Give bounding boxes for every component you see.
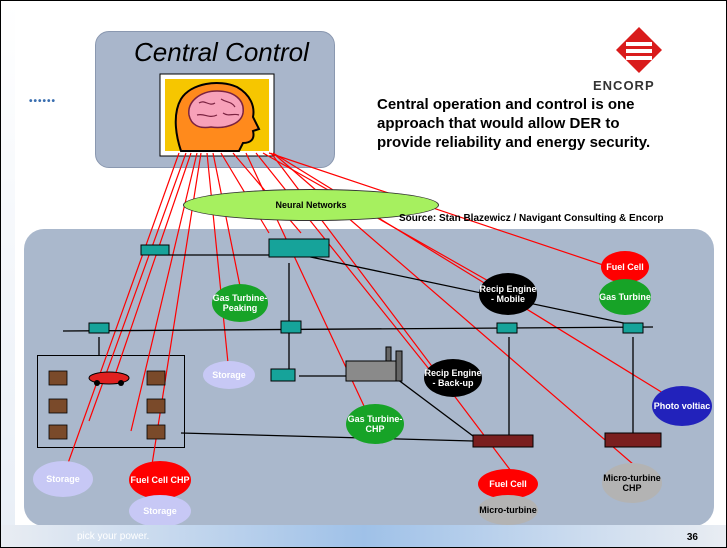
- recip-engine-backup-node: Recip Engine - Back-up: [424, 359, 482, 397]
- microturbine-node: Micro-turbine: [478, 495, 538, 525]
- logo-text: ENCORP: [593, 78, 655, 93]
- page-number: 36: [686, 532, 698, 543]
- factory-icon: [345, 346, 403, 382]
- gas-turbine-chp-node: Gas Turbine-CHP: [346, 404, 404, 444]
- footer-band: [1, 525, 726, 547]
- brain-head-icon: [159, 73, 275, 157]
- houses-block: [37, 355, 185, 448]
- microturbine-chp-node: Micro-turbine CHP: [602, 463, 662, 503]
- fuel-cell-chp-node: Fuel Cell CHP: [129, 461, 191, 499]
- neural-networks-node: Neural Networks: [183, 189, 439, 221]
- gas-turbine-peaking-node: Gas Turbine-Peaking: [212, 284, 268, 322]
- storage-bottom-node: Storage: [129, 495, 191, 527]
- central-control-title: Central Control: [134, 37, 309, 67]
- storage-mid-node: Storage: [203, 361, 255, 389]
- side-bar: [1, 1, 15, 547]
- gas-turbine-right-node: Gas Turbine: [599, 279, 651, 315]
- description-text: Central operation and control is one app…: [377, 96, 651, 151]
- fuel-cell-bottom-node: Fuel Cell: [478, 469, 538, 499]
- recip-engine-mobile-node: Recip Engine - Mobile: [479, 273, 537, 315]
- dotted-marker: ••••••: [29, 96, 57, 107]
- footer-text: pick your power.: [77, 531, 150, 542]
- source-text: Source: Stan Blazewicz / Navigant Consul…: [399, 213, 664, 224]
- storage-left-node: Storage: [33, 461, 93, 497]
- car-icon: [88, 371, 130, 386]
- photovoltaic-node: Photo voltiac: [652, 386, 712, 426]
- fuel-cell-top-node: Fuel Cell: [601, 251, 649, 283]
- encorp-logo-icon: [616, 27, 662, 73]
